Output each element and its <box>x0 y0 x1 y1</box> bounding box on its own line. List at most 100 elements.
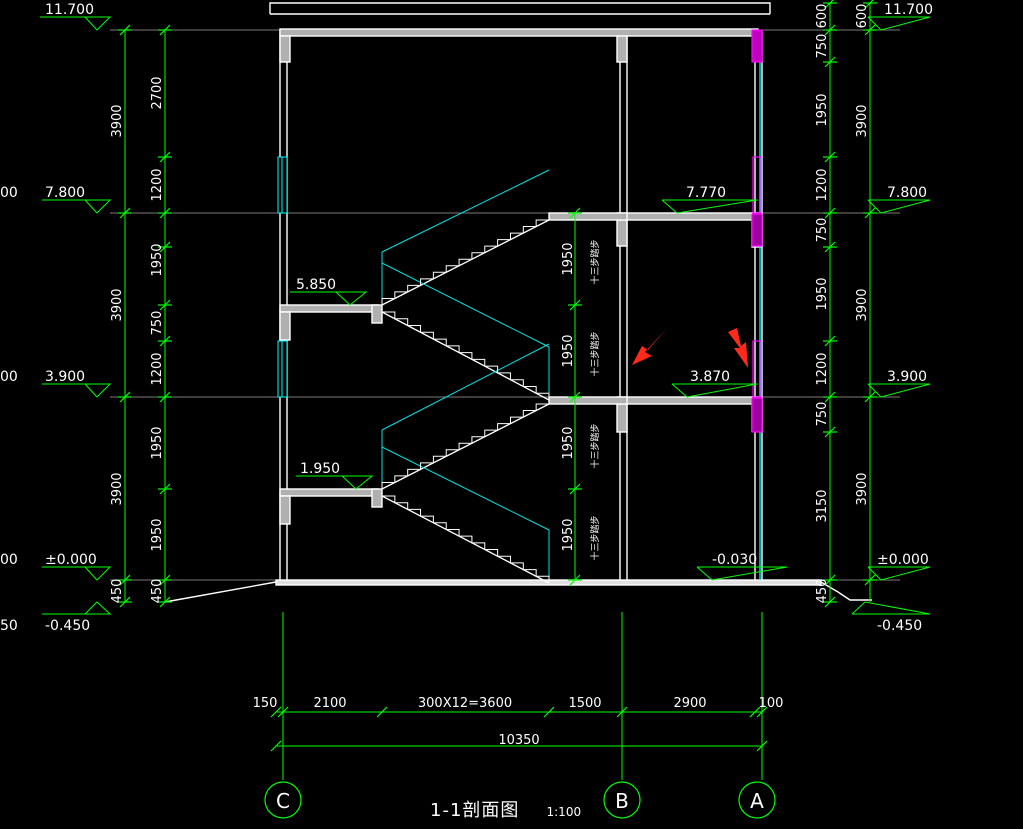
dim-tick <box>756 740 768 752</box>
elev-top-right: 11.700 <box>884 2 933 18</box>
left-inner-dim: 2700 <box>150 76 165 109</box>
elev-third-right: 7.800 <box>887 185 927 201</box>
building-structure <box>164 2 872 603</box>
left-outer-dim: 450 <box>110 579 125 604</box>
right-inner-dim: 750 <box>815 402 830 427</box>
partial-label: 00 <box>0 552 18 568</box>
step-note: 十三步踏步 <box>589 239 601 284</box>
right-inner-dim: 750 <box>815 218 830 243</box>
partial-label: 50 <box>0 618 18 634</box>
step-note: 十三步踏步 <box>589 423 601 468</box>
left-outer-dimensions: 3900 3900 3900 450 <box>110 104 125 603</box>
right-inner-dim: 1950 <box>815 93 830 126</box>
left-outer-dim: 3900 <box>110 472 125 505</box>
dim-tick <box>749 706 761 718</box>
elevation-labels: 11.700 7.800 3.900 ±0.000 -0.450 11.700 … <box>45 2 933 634</box>
bottom-dim: 150 <box>253 696 278 711</box>
dim-tick <box>543 706 555 718</box>
bottom-dim: 300X12=3600 <box>418 696 512 711</box>
stair-flights <box>381 169 550 584</box>
dimension-lines <box>124 3 871 780</box>
left-inner-dim: 1950 <box>150 243 165 276</box>
left-outer-dim: 3900 <box>110 104 125 137</box>
dim-tick <box>270 706 282 718</box>
right-inner-dim: 750 <box>815 34 830 59</box>
drawing-title: 1-1剖面图 1:100 <box>430 796 581 822</box>
dimension-ticks <box>118 0 877 752</box>
left-inner-dim: 1200 <box>150 352 165 385</box>
right-outer-dim: 600 <box>855 4 870 29</box>
left-inner-dim: 1950 <box>150 426 165 459</box>
right-inner-dimensions: 600 750 1950 1200 750 1950 1200 750 3150 450 <box>815 4 830 604</box>
right-inner-dim: 450 <box>815 579 830 604</box>
bottom-dim: 2100 <box>313 696 346 711</box>
axis-a: A <box>750 789 764 813</box>
elev-second-right: 3.900 <box>887 369 927 385</box>
right-inner-dim: 1950 <box>815 277 830 310</box>
left-inner-dim: 1950 <box>150 518 165 551</box>
dim-tick <box>616 706 628 718</box>
elev-landing-upper: 5.850 <box>296 277 336 293</box>
partial-left-labels: 00 00 00 50 <box>0 185 18 634</box>
arrow-left <box>632 328 667 365</box>
left-outer-dim: 3900 <box>110 288 125 321</box>
flight-dim: 1950 <box>561 242 576 275</box>
axis-b: B <box>615 789 629 813</box>
flight-dim: 1950 <box>561 334 576 367</box>
elev-outside-left: -0.450 <box>45 618 90 634</box>
elev-third-left: 7.800 <box>45 185 85 201</box>
partial-label: 00 <box>0 369 18 385</box>
dim-tick <box>756 706 768 718</box>
elev-floor-lower-b: 3.870 <box>690 369 730 385</box>
left-inner-dim: 450 <box>150 579 165 604</box>
elev-landing-lower: 1.950 <box>300 461 340 477</box>
left-inner-dim: 750 <box>150 311 165 336</box>
floor-axis-lines <box>110 29 900 581</box>
elev-floor-upper-b: 7.770 <box>686 185 726 201</box>
dim-tick <box>277 706 289 718</box>
elev-ground-right: ±0.000 <box>877 552 929 568</box>
elev-second-left: 3.900 <box>45 369 85 385</box>
red-arrows <box>632 328 748 368</box>
axis-c: C <box>276 789 290 813</box>
arrow-right <box>728 328 748 368</box>
left-inner-dim: 1200 <box>150 168 165 201</box>
scale-text: 1:100 <box>546 805 582 819</box>
flight-dim: 1950 <box>561 426 576 459</box>
step-note: 十三步踏步 <box>589 515 601 560</box>
elev-ground-left: ±0.000 <box>45 552 97 568</box>
elev-floor-ground-b: -0.030 <box>712 552 757 568</box>
step-profile <box>381 403 549 489</box>
stair-steps <box>381 219 550 583</box>
right-inner-dim: 1200 <box>815 168 830 201</box>
step-note: 十三步踏步 <box>589 331 601 376</box>
flight-dim: 1950 <box>561 518 576 551</box>
title-text: 1-1剖面图 <box>430 800 520 821</box>
axis-bubbles <box>264 781 776 819</box>
left-inner-dimensions: 2700 1200 1950 750 1200 1950 1950 450 <box>150 76 165 603</box>
right-windows <box>751 29 763 580</box>
elev-outside-right: -0.450 <box>877 618 922 634</box>
bottom-dim: 2900 <box>673 696 706 711</box>
left-windows <box>277 156 288 398</box>
bottom-total: 10350 <box>498 733 539 748</box>
dim-tick <box>270 740 282 752</box>
right-inner-dim: 1200 <box>815 352 830 385</box>
flight-dimensions: 1950 1950 1950 1950 <box>561 242 576 551</box>
right-inner-dim: 600 <box>815 4 830 29</box>
step-profile <box>381 219 549 305</box>
elev-top-left: 11.700 <box>45 2 94 18</box>
right-outer-dim: 3900 <box>855 288 870 321</box>
elevation-marks <box>40 16 931 615</box>
bottom-dim: 1500 <box>568 696 601 711</box>
right-outer-dim: 3900 <box>855 472 870 505</box>
step-profile <box>382 311 550 400</box>
right-inner-dim: 3150 <box>815 489 830 522</box>
partial-label: 00 <box>0 185 18 201</box>
right-outer-dim: 3900 <box>855 104 870 137</box>
axis-labels: C B A <box>276 789 764 813</box>
dim-tick <box>376 706 388 718</box>
